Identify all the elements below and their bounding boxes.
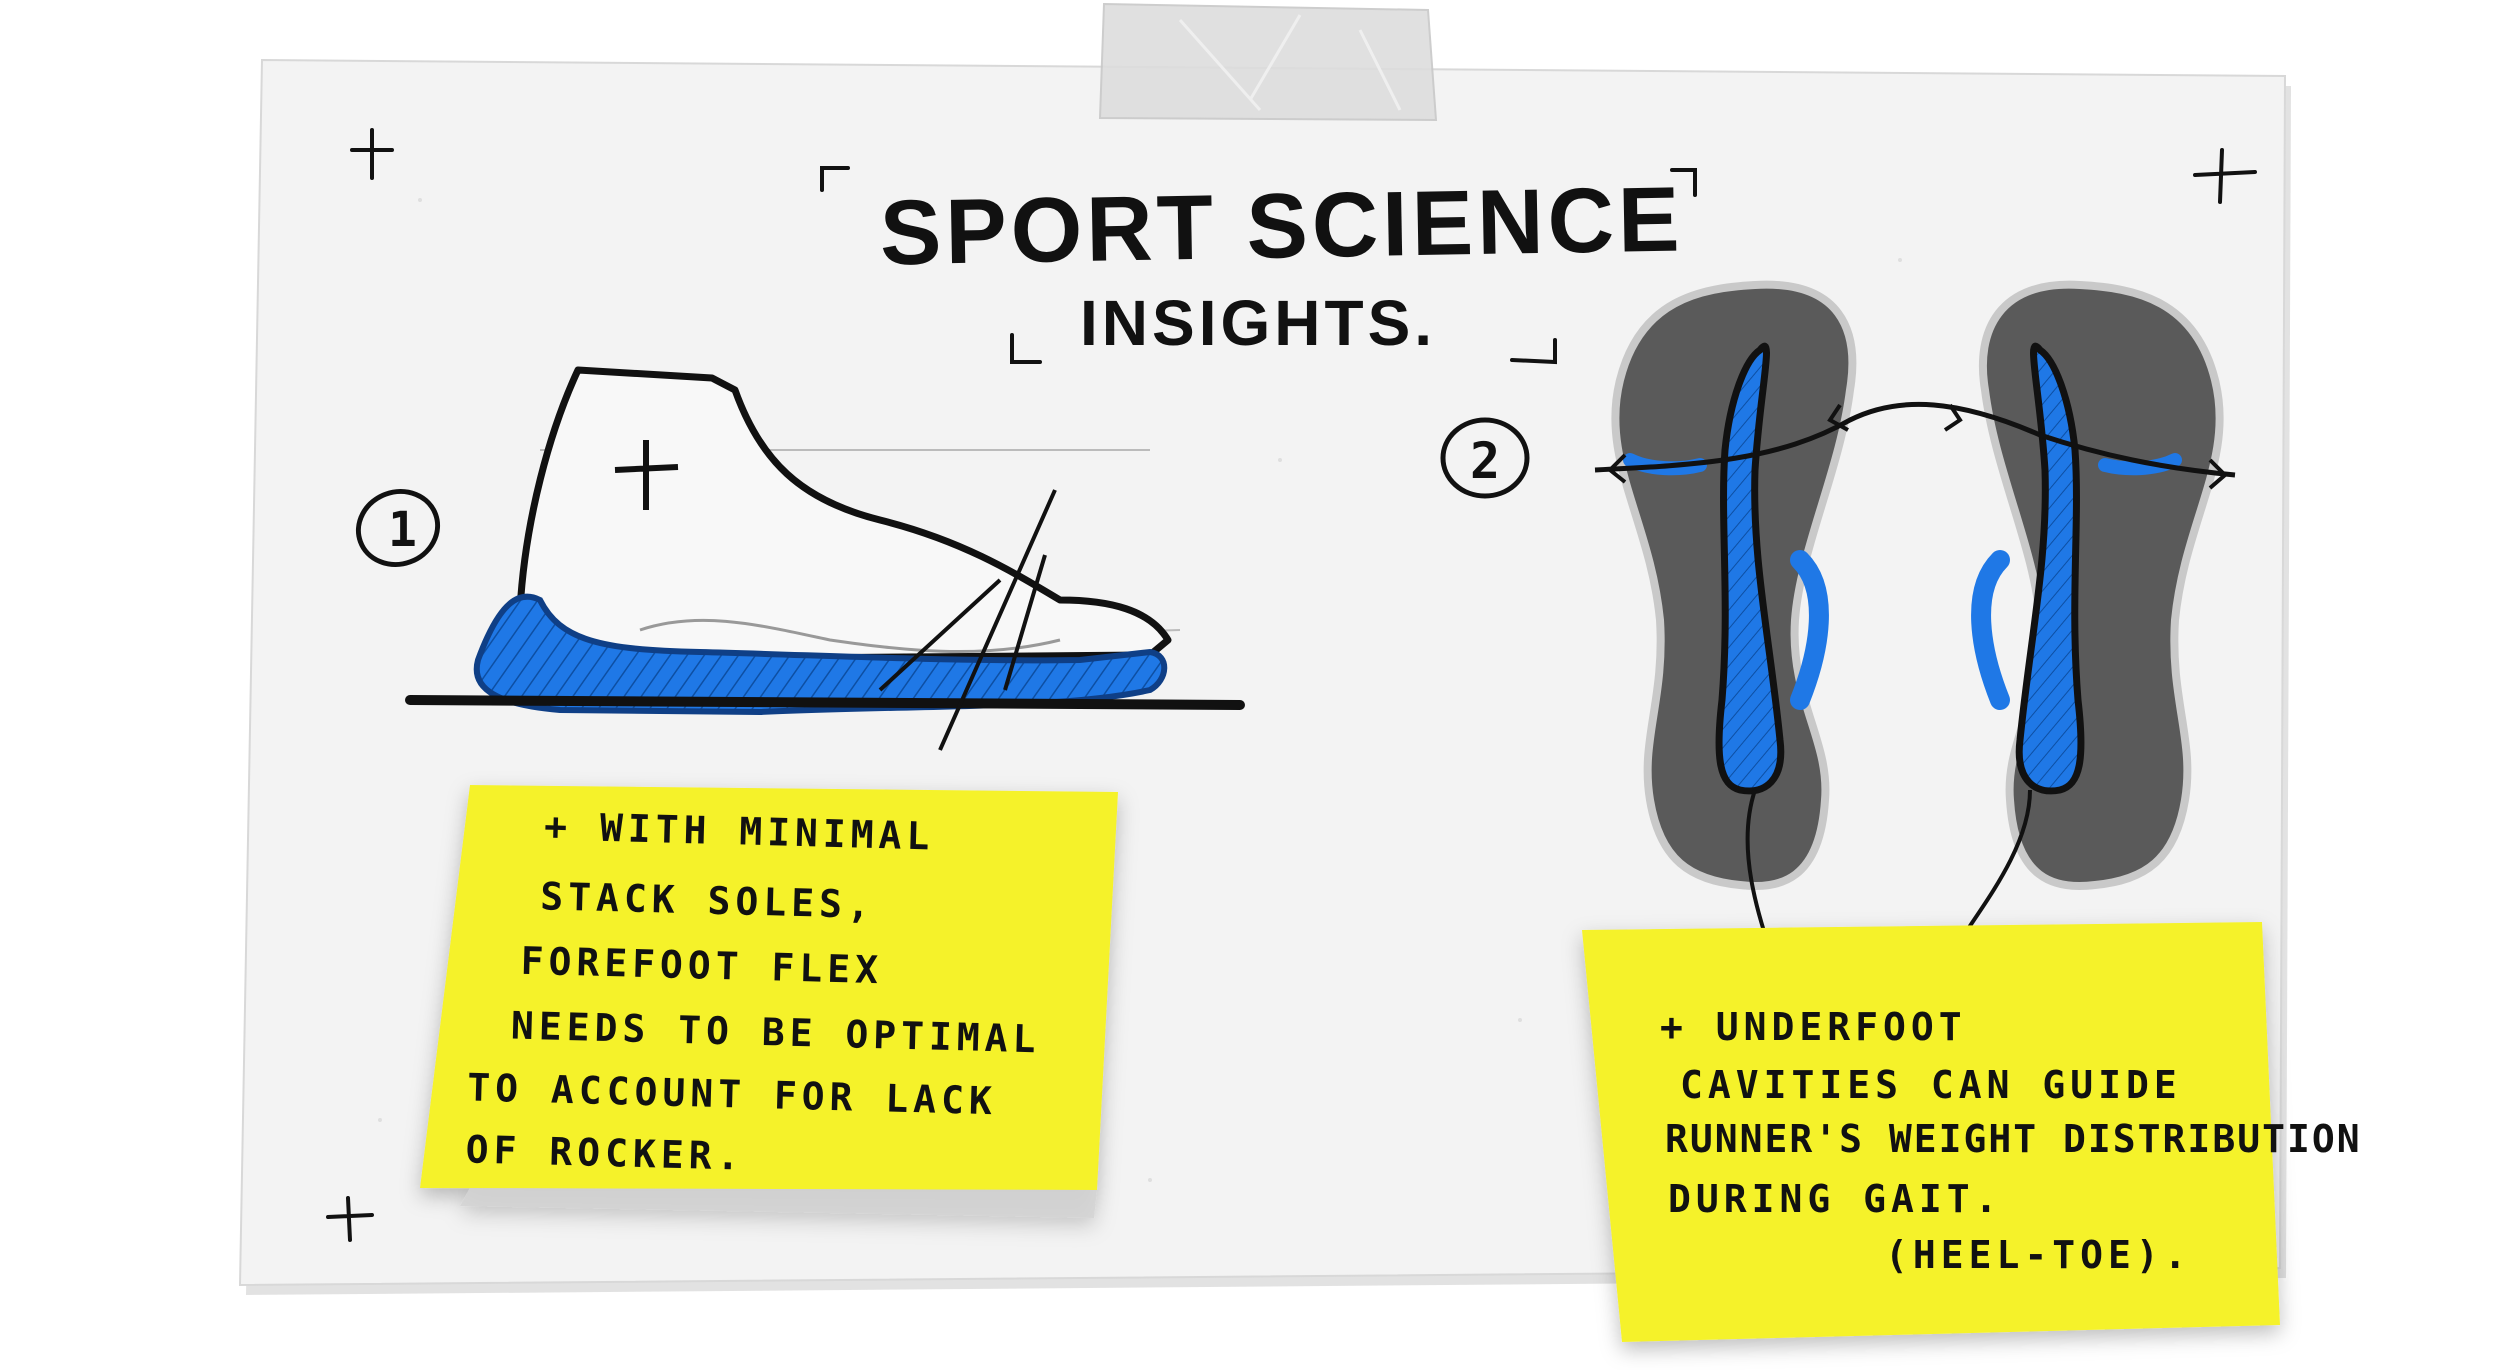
title-block: SPORT SCIENCE INSIGHTS.	[820, 166, 1697, 365]
insole-pair-sketch	[1594, 280, 2236, 976]
sticky-note-right-text: + UNDERFOOT CAVITIES CAN GUIDE RUNNER'S …	[1660, 1005, 2362, 1277]
title-line-2: INSIGHTS.	[1080, 287, 1436, 359]
left-note-line-6: OF ROCKER.	[465, 1127, 745, 1178]
figure-one-number: 1	[388, 502, 423, 558]
figure-two-number: 2	[1470, 432, 1506, 490]
registration-marks	[326, 128, 2257, 1242]
sticky-note-left	[420, 785, 1118, 1218]
tape-strip	[1098, 2, 1438, 122]
sticky-note-right	[1582, 922, 2280, 1342]
shoe-side-sketch	[405, 366, 1245, 751]
figure-one-label: 1	[355, 489, 441, 567]
left-note-line-2: STACK SOLES,	[540, 874, 876, 927]
title-line-1: SPORT SCIENCE	[879, 168, 1684, 284]
right-note-line-5: (HEEL-TOE).	[1885, 1233, 2192, 1277]
figure-two-label: 2	[1440, 417, 1530, 499]
right-note-line-3: RUNNER'S WEIGHT DISTRIBUTION	[1665, 1117, 2362, 1161]
right-note-line-1: + UNDERFOOT	[1660, 1005, 1967, 1049]
left-note-line-3: FOREFOOT FLEX	[520, 939, 883, 992]
right-note-line-4: DURING GAIT.	[1668, 1177, 2003, 1221]
right-note-line-2: CAVITIES CAN GUIDE	[1680, 1063, 2182, 1107]
left-note-line-1: + WITH MINIMAL	[544, 804, 935, 858]
